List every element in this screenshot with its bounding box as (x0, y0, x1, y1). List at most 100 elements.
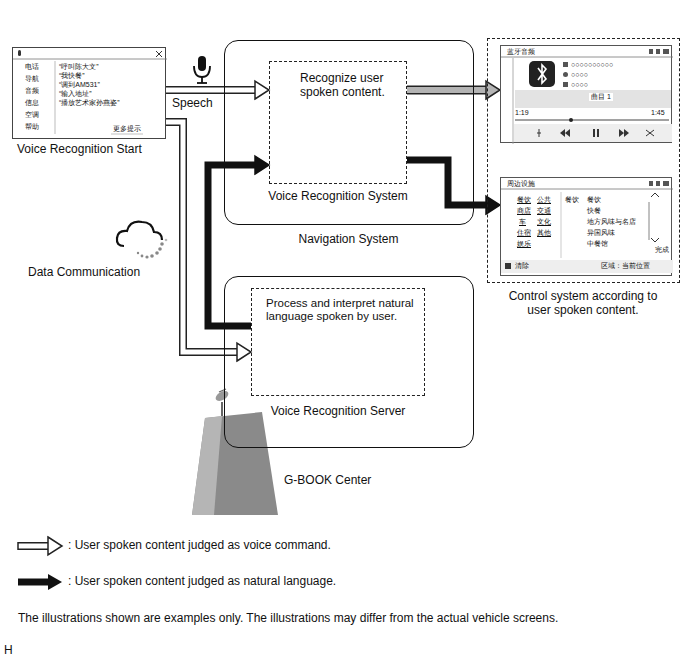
node-text: 曲目 1 (589, 93, 613, 101)
drawing-part (158, 247, 162, 251)
node-text: 1:19 (515, 109, 529, 117)
node-text: Recognize user spoken content. (270, 72, 405, 100)
connector-outline (166, 122, 237, 352)
drawing-part (563, 62, 568, 67)
legend-text: : User spoken content judged as voice co… (68, 539, 331, 553)
arrowhead (255, 156, 269, 174)
drawing-part (18, 544, 48, 549)
drawing-part (111, 134, 143, 135)
voice-start-screen: 电话导航音频信息空调帮助“呼叫陈大文”“我快餐”“调到AM531”“输入地址”“… (12, 47, 166, 139)
drawing-part (505, 263, 511, 269)
control-system-region: Control system according to user spoken … (487, 38, 680, 283)
arrowhead (255, 81, 269, 99)
node-text: 地方风味与名店 (587, 218, 636, 226)
drawing-part (55, 61, 56, 134)
drawing-part (501, 260, 673, 273)
node-text: 商店 (517, 207, 531, 215)
node-text: 餐饮 (517, 196, 531, 204)
node-text: 帮助 (25, 123, 39, 131)
node-text: 车 (519, 218, 526, 226)
label-text: The illustrations shown are examples onl… (18, 612, 558, 626)
drawing-part (515, 90, 671, 108)
arrowhead (486, 81, 500, 99)
connector-fill (166, 122, 237, 352)
drawing-part (156, 51, 162, 57)
drawing-part (501, 189, 673, 190)
node-text: ○○○○ (571, 81, 588, 89)
node-text: 1:45 (651, 109, 665, 117)
gbook-center-box: G-BOOK CenterProcess and interpret natur… (224, 276, 474, 448)
drawing-part (649, 49, 653, 54)
drawing-part (137, 252, 139, 254)
node-text: 交通 (537, 207, 551, 215)
node-text: G-BOOK Center (284, 474, 371, 488)
label-text: Data Communication (28, 266, 140, 280)
node-text: 异国风味 (587, 229, 615, 237)
node-text: 清除 (515, 262, 529, 270)
drawing-part (561, 192, 562, 258)
drawing-part (48, 574, 62, 590)
drawing-part (156, 51, 162, 57)
drawing-part (651, 238, 659, 242)
drawing-part (48, 537, 62, 555)
drawing-part (514, 124, 672, 142)
screen-graphics (501, 178, 673, 273)
connector-outline (407, 86, 486, 95)
gbook-center-building (192, 389, 278, 515)
node-text: 快餐 (587, 207, 601, 215)
voice-recognition-server-box: Process and interpret natural language s… (251, 288, 425, 396)
drawing-part (537, 129, 541, 137)
drawing-part (663, 49, 669, 54)
voice-recognition-system-box: Recognize user spoken content.Voice Reco… (269, 61, 407, 184)
drawing-part (18, 542, 48, 550)
legend-text: : User spoken content judged as natural … (68, 575, 336, 589)
legend-sample-black-arrow (18, 574, 62, 590)
node-text: 区域：当前位置 (601, 262, 650, 270)
drawing-part (649, 202, 650, 240)
drawing-part (569, 118, 573, 122)
node-text: 其他 (537, 229, 551, 237)
node-text: “调到AM531” (59, 81, 100, 89)
drawing-part (513, 58, 514, 144)
drawing-part (651, 193, 659, 197)
node-text: Voice Recognition System (244, 190, 432, 204)
drawing-part (18, 50, 21, 56)
drawing-part (165, 239, 168, 242)
node-text: 更多提示 (113, 125, 141, 133)
drawing-part (646, 130, 654, 136)
legend-sample-hollow-arrow (18, 537, 62, 555)
drawing-part (501, 57, 673, 58)
drawing-part (192, 412, 278, 515)
node-text: Voice Recognition Server (238, 405, 438, 419)
node-text: 完成 (655, 246, 669, 254)
drawing-part (619, 129, 629, 137)
node-text: 信息 (25, 99, 39, 107)
drawing-part (117, 222, 162, 246)
screen-graphics (501, 46, 673, 144)
drawing-part (198, 56, 206, 71)
node-text: 餐饮 (565, 196, 579, 204)
node-text: Voice Recognition Start (17, 143, 142, 157)
node-text: Navigation System (225, 233, 472, 247)
drawing-part (563, 72, 568, 77)
drawing-part (141, 255, 144, 258)
node-text: ○○○○○○○○○○ (571, 61, 613, 69)
cloud-icon (117, 222, 167, 259)
drawing-part (150, 254, 154, 258)
drawing-part (13, 59, 167, 60)
bluetooth-audio-screen: 蓝牙音频○○○○○○○○○○○○○○○○○○曲目 11:191:45 (500, 45, 672, 143)
drawing-part (18, 579, 48, 586)
connector-line (407, 160, 486, 205)
drawing-part (160, 242, 164, 246)
drawing-part (197, 82, 207, 84)
node-text: 导航 (25, 75, 39, 83)
node-text: Process and interpret natural language s… (252, 297, 423, 323)
nearby-facilities-screen: 周边设施餐饮公共商店交通车文化住宿其他娱乐餐饮餐饮快餐地方风味与名店异国风味中餐… (500, 177, 672, 276)
label-text: Speech (172, 97, 213, 111)
microphone-icon (194, 56, 210, 83)
node-text: 蓝牙音频 (507, 48, 535, 56)
drawing-part (656, 49, 660, 54)
node-text: ○○○○ (571, 71, 588, 79)
connector-line (208, 165, 255, 326)
drawing-part (137, 239, 168, 259)
